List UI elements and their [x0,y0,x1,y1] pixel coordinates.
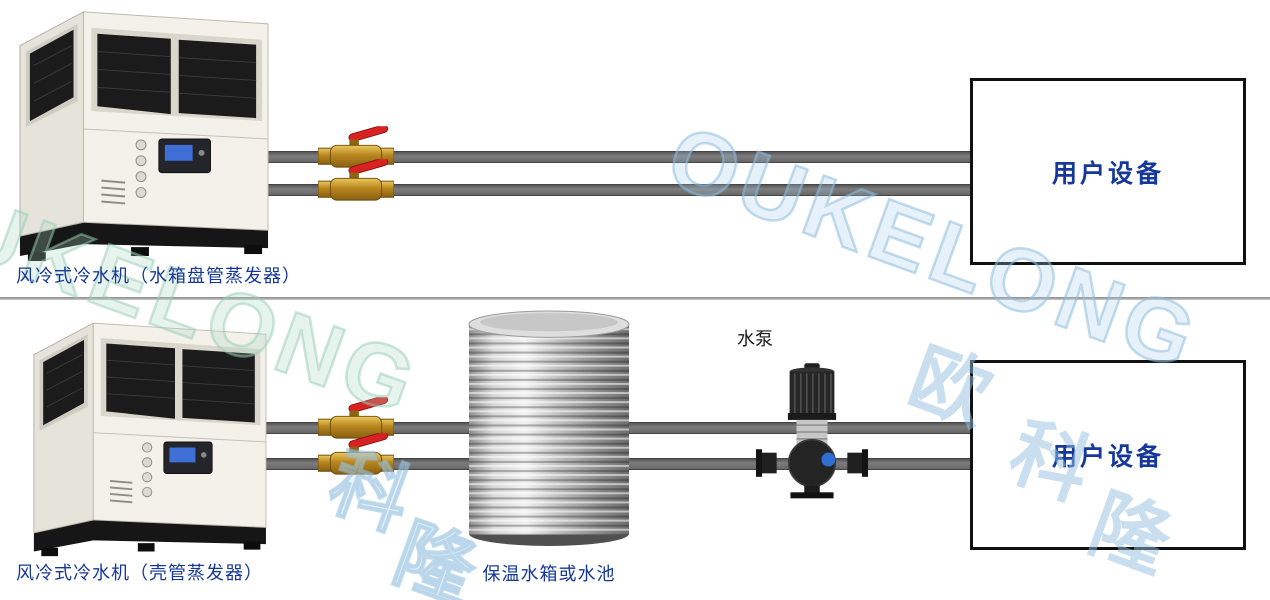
tank-caption: 保温水箱或水池 [482,564,616,584]
user-equipment-label-bottom: 用户设备 [1051,444,1164,471]
return-pipe-top [258,184,972,196]
section-divider [0,297,1270,300]
chiller-illustration-bottom [28,312,270,558]
chiller-illustration-top [14,0,272,263]
ball-valve-icon-top-2 [318,159,394,209]
chiller-caption-bottom: 风冷式冷水机（壳管蒸发器） [16,563,263,583]
user-equipment-box-top: 用户设备 [970,78,1246,265]
ball-valve-icon-bottom-2 [318,433,394,483]
pump-label: 水泵 [737,329,773,349]
pump-illustration [756,363,868,501]
user-equipment-label-top: 用户设备 [1051,160,1164,188]
chiller-caption-top: 风冷式冷水机（水箱盘管蒸发器） [16,266,301,286]
supply-pipe-top [258,151,972,163]
user-equipment-box-bottom: 用户设备 [970,360,1246,550]
water-tank-illustration [468,310,630,548]
